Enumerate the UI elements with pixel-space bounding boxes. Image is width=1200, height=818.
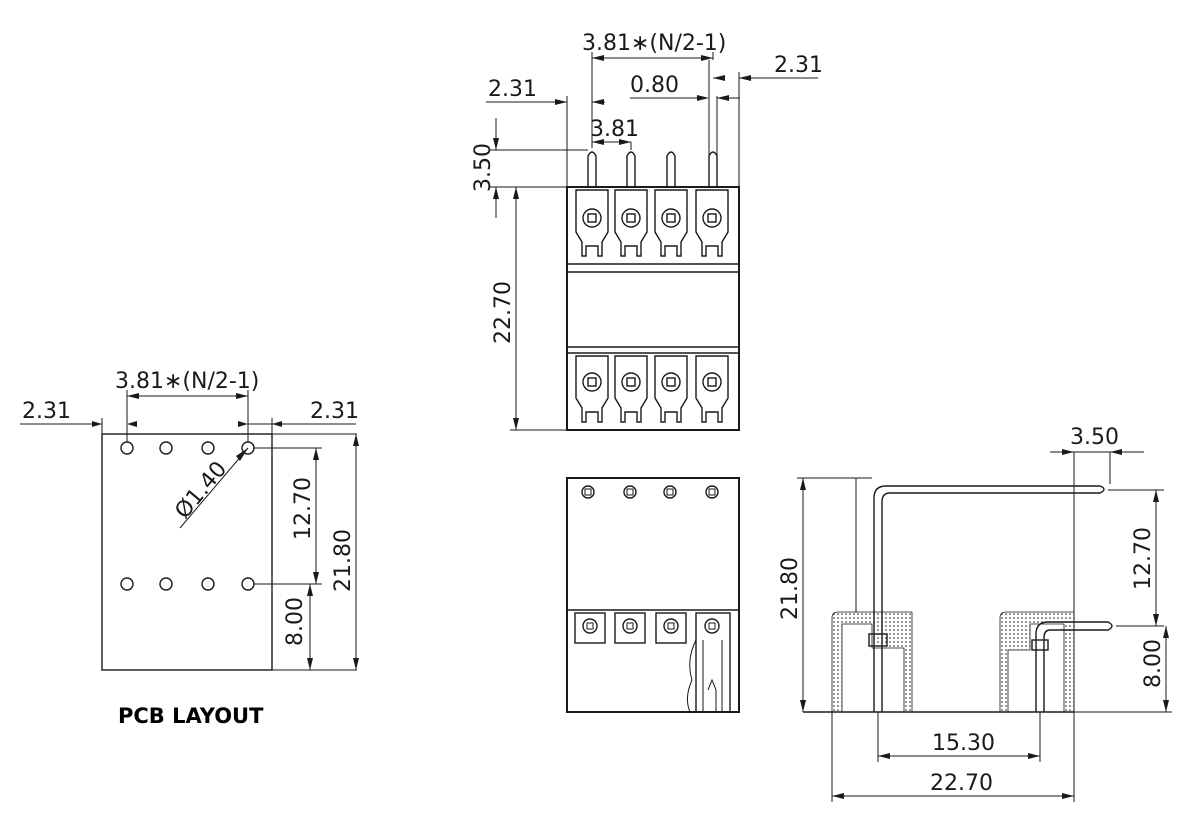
front-pin-holes: [581, 485, 719, 499]
pcb-layout-title: PCB LAYOUT: [118, 704, 264, 728]
pcb-left-offset-label: 2.31: [22, 399, 71, 424]
side-pin-spacing-label: 15.30: [932, 731, 995, 756]
side-right-housing: [999, 611, 1075, 713]
top-pins: [587, 60, 718, 187]
pcb-pitch-label: 3.81∗(N/2-1): [115, 369, 259, 394]
side-bottom-offset-label: 8.00: [1141, 639, 1166, 688]
top-pitch-formula-label: 3.81∗(N/2-1): [582, 31, 726, 56]
pcb-row-spacing-label: 12.70: [291, 477, 316, 540]
top-pitch-label: 3.81: [590, 117, 639, 142]
pcb-holes: [120, 441, 255, 591]
top-terminals-lower: [575, 355, 729, 423]
front-view: [566, 477, 740, 713]
side-body-length-label: 22.70: [930, 771, 993, 796]
side-pin-extension-label: 3.50: [1070, 425, 1119, 450]
top-terminals-upper: [575, 189, 729, 257]
pcb-hole-diameter-label: Ø1.40: [170, 457, 232, 524]
side-long-pin: [873, 485, 1105, 712]
side-view: 3.50 21.80 12.70 8.00 15.30 22.70: [778, 425, 1172, 802]
front-body-outline: [566, 477, 740, 713]
top-pin-width-label: 0.80: [630, 73, 679, 98]
pcb-right-offset-label: 2.31: [310, 399, 359, 424]
top-pin-length-label: 3.50: [471, 143, 496, 192]
side-short-pin: [1035, 621, 1113, 712]
pcb-bottom-offset-label: 8.00: [283, 597, 308, 646]
side-total-height-label: 21.80: [778, 557, 803, 620]
top-right-offset-label: 2.31: [774, 53, 823, 78]
pcb-outline: [101, 433, 273, 671]
top-body-outline: [566, 186, 740, 431]
front-terminals: [574, 612, 731, 713]
top-left-offset-label: 2.31: [488, 77, 537, 102]
top-view: 3.81∗(N/2-1) 0.80 2.31 2.31 3.81 3.: [471, 31, 823, 431]
side-left-housing: [831, 611, 913, 713]
pcb-total-height-label: 21.80: [331, 529, 356, 592]
top-body-length-label: 22.70: [491, 281, 516, 344]
side-row-spacing-label: 12.70: [1131, 527, 1156, 590]
pcb-layout-view: 3.81∗(N/2-1) 2.31 2.31 Ø1.40 12.70 21.80: [20, 369, 359, 728]
